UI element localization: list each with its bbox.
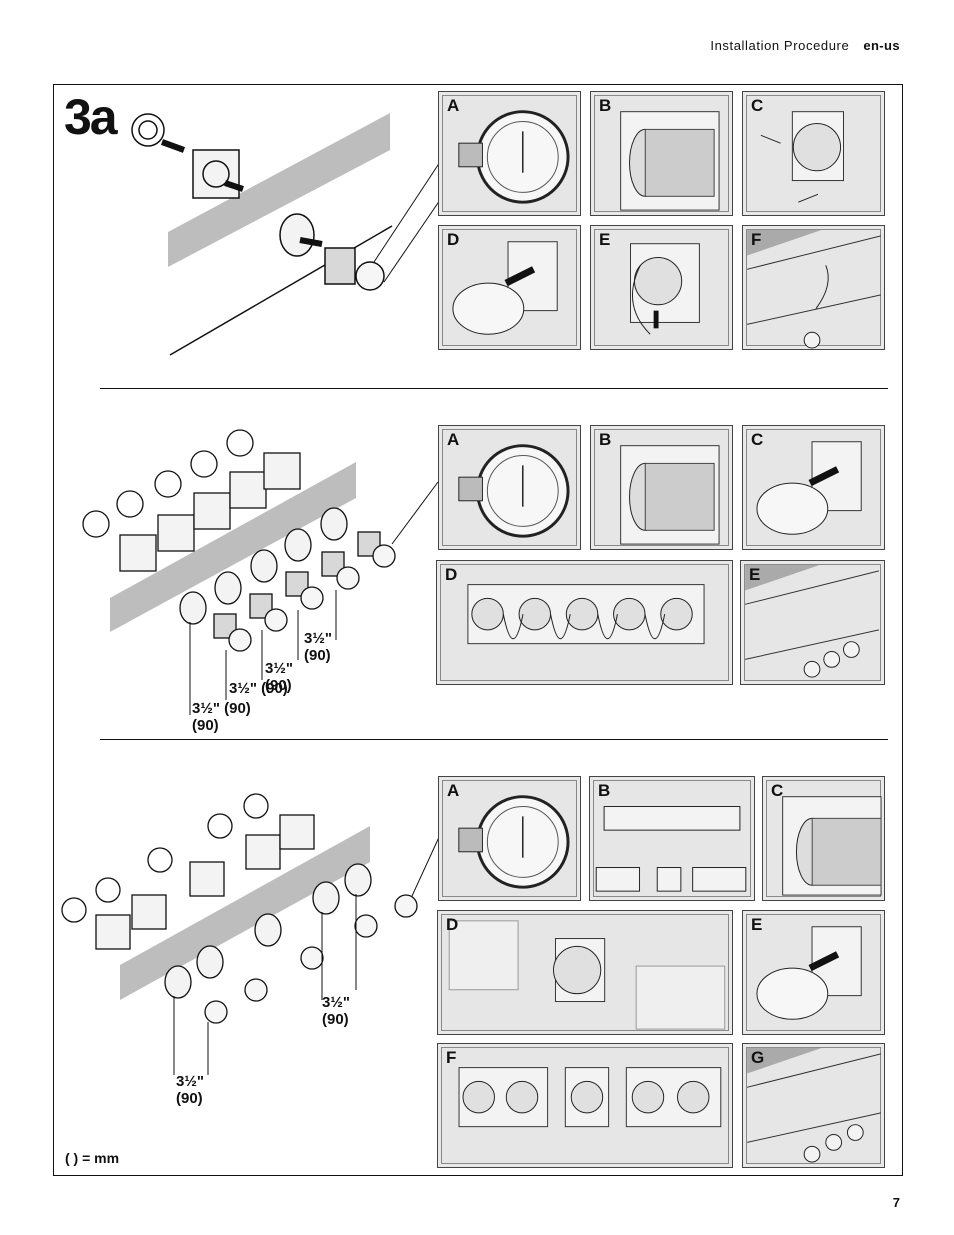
- s2-dim-4-row1: 3½" (90): [192, 700, 251, 717]
- s1-panel-a-label: A: [447, 96, 460, 115]
- s1-panel-c: C: [742, 91, 885, 216]
- s2-panel-a: A: [438, 425, 581, 550]
- page-number: 7: [892, 1195, 900, 1210]
- s2-dim-1: 3½" (90): [304, 630, 332, 664]
- s2-dim-2-in: 3½": [265, 660, 293, 677]
- header-title: Installation Procedure: [710, 38, 850, 53]
- s1-panel-b-label: B: [599, 96, 612, 115]
- s2-dim-2-mm: (90): [265, 677, 292, 694]
- s3-dim-1-in: 3½": [322, 994, 350, 1011]
- s2-dim-2: 3½" (90): [265, 660, 293, 694]
- s2-panel-b-label: B: [599, 430, 612, 449]
- s3-panel-g-label: G: [751, 1048, 765, 1067]
- s3-dim-1: 3½" (90): [322, 994, 350, 1028]
- overview-3: [61, 793, 441, 1075]
- s3-dim-2-in: 3½": [176, 1073, 204, 1090]
- s3-panel-c: C: [762, 776, 885, 901]
- s1-panel-d-label: D: [447, 230, 460, 249]
- overview-2: [82, 429, 439, 715]
- s1-panel-a: A: [438, 91, 581, 216]
- s2-dim-3: 3½" (90): [229, 680, 288, 697]
- s1-panel-d: D: [438, 225, 581, 350]
- s2-panel-c-label: C: [751, 430, 764, 449]
- s1-panel-f-label: F: [751, 230, 762, 249]
- page-header: Installation Procedure en-us: [710, 38, 900, 53]
- s3-panel-d-label: D: [446, 915, 459, 934]
- s2-panel-e-label: E: [749, 565, 761, 584]
- s3-panel-f: F: [437, 1043, 733, 1168]
- s3-dim-1-mm: (90): [322, 1011, 349, 1028]
- s2-panel-d: D: [436, 560, 733, 685]
- s1-panel-e-label: E: [599, 230, 611, 249]
- s3-panel-e-label: E: [751, 915, 763, 934]
- step-label: 3a: [64, 89, 118, 145]
- overview-1: [131, 113, 441, 356]
- s3-dim-2: 3½" (90): [176, 1073, 204, 1107]
- s2-dim-1-in: 3½": [304, 630, 332, 647]
- s3-panel-d: D: [437, 910, 733, 1035]
- s3-dim-2-mm: (90): [176, 1090, 203, 1107]
- s2-dim-4-mm: (90): [192, 717, 219, 734]
- unit-footnote: ( ) = mm: [65, 1150, 120, 1166]
- s2-dim-1-mm: (90): [304, 647, 331, 664]
- s1-panel-b: B: [590, 91, 733, 216]
- s3-panel-e: E: [742, 910, 885, 1035]
- s1-panel-c-label: C: [751, 96, 764, 115]
- s3-panel-b: B: [589, 776, 755, 901]
- s3-panel-a-label: A: [447, 781, 460, 800]
- s1-panel-f: F: [742, 225, 885, 350]
- header-lang: en-us: [863, 38, 900, 53]
- s2-panel-d-label: D: [445, 565, 458, 584]
- s3-panel-c-label: C: [771, 781, 784, 800]
- s2-panel-a-label: A: [447, 430, 460, 449]
- s3-panel-b-label: B: [598, 781, 611, 800]
- s3-panel-f-label: F: [446, 1048, 457, 1067]
- s2-dim-4: 3½" (90) (90): [192, 700, 251, 734]
- s3-panel-g: G: [742, 1043, 885, 1168]
- s2-panel-b: B: [590, 425, 733, 550]
- s3-panel-a: A: [438, 776, 581, 901]
- s2-panel-c: C: [742, 425, 885, 550]
- section-divider-1: [100, 388, 888, 389]
- s1-panel-e: E: [590, 225, 733, 350]
- figure-frame: [53, 84, 903, 1176]
- s2-panel-e: E: [740, 560, 885, 685]
- section-divider-2: [100, 739, 888, 740]
